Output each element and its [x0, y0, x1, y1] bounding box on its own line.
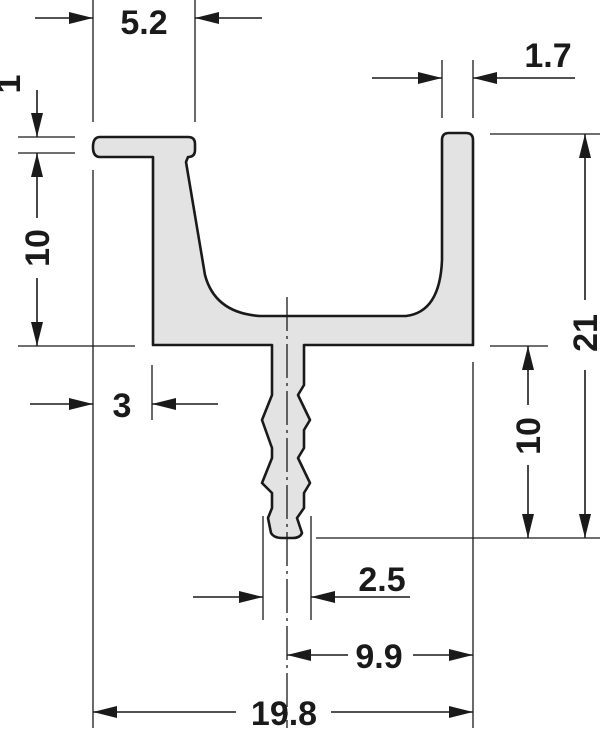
- dim-total-width: 19.8: [93, 695, 473, 730]
- dim-label-10-left: 10: [19, 229, 57, 267]
- dim-stem-width: 2.5: [193, 561, 410, 603]
- dim-top-hook-width: 5.2: [35, 4, 262, 42]
- dim-total-height: 21: [567, 134, 605, 538]
- dim-channel-depth: 10: [19, 153, 57, 346]
- profile-cross-section: [91, 131, 475, 540]
- dim-label-5-2: 5.2: [120, 4, 167, 42]
- dim-label-1: 1: [0, 75, 28, 94]
- dim-center-to-edge: 9.9: [287, 638, 473, 676]
- dim-base-thickness: 3: [30, 387, 218, 425]
- dim-label-3: 3: [113, 387, 132, 425]
- dim-label-19-8: 19.8: [251, 695, 317, 730]
- extension-lines: [18, 0, 600, 728]
- dim-label-10-right: 10: [510, 417, 548, 455]
- dim-label-2-5: 2.5: [358, 561, 405, 599]
- dim-stem-height: 10: [510, 346, 548, 538]
- dim-label-21: 21: [567, 314, 605, 352]
- dim-label-1-7: 1.7: [524, 37, 571, 75]
- dim-label-9-9: 9.9: [355, 638, 402, 676]
- dim-wall-thickness: 1.7: [372, 37, 575, 84]
- dim-lip-height: 1: [0, 75, 43, 137]
